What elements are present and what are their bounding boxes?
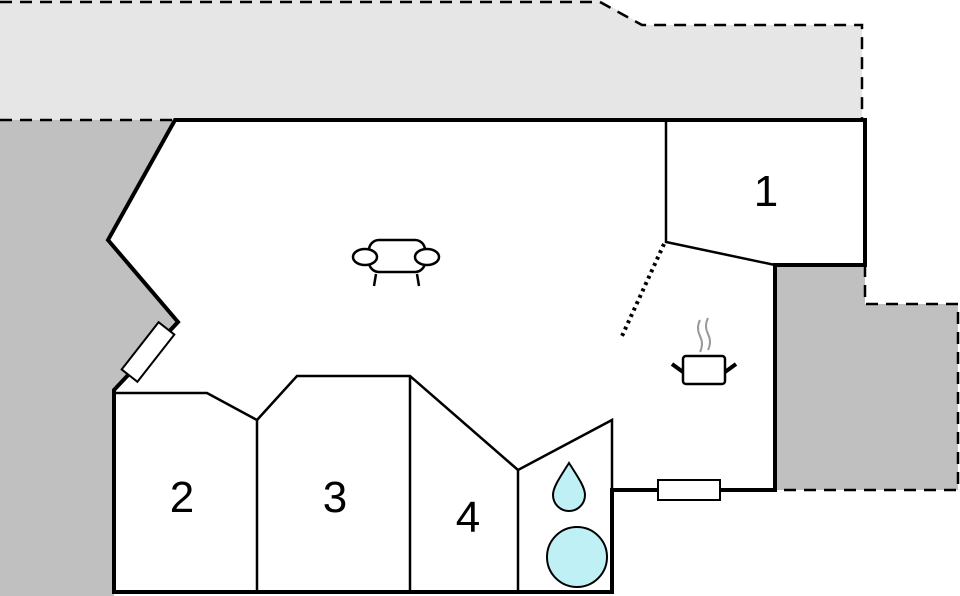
room-label-4: 4: [455, 493, 481, 542]
terrace-top: [0, 0, 862, 120]
sofa-icon: [351, 238, 441, 287]
house-outline: [105, 118, 867, 594]
room-label-2: 2: [169, 473, 195, 522]
shower-tray-icon: [546, 526, 608, 588]
terrace-left: [0, 120, 178, 596]
room-label-3: 3: [322, 473, 348, 522]
window-right: [657, 479, 721, 501]
cooking-pot-icon: [670, 317, 738, 386]
terrace-top-border: [0, 0, 864, 120]
water-drop-icon: [551, 461, 587, 512]
room-1-walls: [664, 120, 776, 267]
room-label-1: 1: [753, 167, 779, 216]
room-2-3-walls: [114, 374, 614, 490]
terrace-right: [775, 265, 958, 490]
kitchen-partition: [620, 243, 666, 337]
window-left: [120, 320, 176, 384]
